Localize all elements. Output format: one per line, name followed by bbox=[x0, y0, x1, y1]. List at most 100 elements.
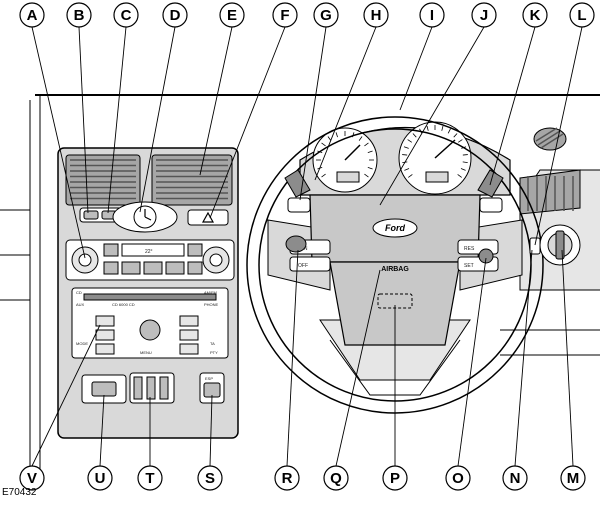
svg-text:H: H bbox=[371, 7, 382, 24]
callout-h: H bbox=[363, 2, 389, 28]
speed-control-right[interactable]: RES SET bbox=[457, 239, 499, 272]
esp-button[interactable]: ESP bbox=[199, 372, 225, 404]
cd-slot-label: CD 6000 CD bbox=[112, 302, 135, 307]
audio-controls-steering[interactable] bbox=[287, 197, 503, 213]
svg-text:O: O bbox=[452, 470, 464, 487]
airbag-label: AIRBAG bbox=[381, 266, 409, 273]
speed-control-left[interactable]: ON OFF bbox=[285, 235, 331, 272]
callout-r: R bbox=[274, 465, 300, 491]
climate-display: 22° bbox=[145, 249, 153, 255]
callout-q: Q bbox=[323, 465, 349, 491]
svg-text:T: T bbox=[145, 470, 154, 487]
svg-text:M: M bbox=[567, 470, 580, 487]
preset-button[interactable] bbox=[95, 329, 115, 341]
svg-text:G: G bbox=[320, 7, 332, 24]
speaker-grille bbox=[533, 127, 567, 151]
callout-u: U bbox=[87, 465, 113, 491]
svg-text:K: K bbox=[530, 7, 541, 24]
leader-line bbox=[489, 26, 536, 186]
svg-text:C: C bbox=[121, 7, 132, 24]
callout-g: G bbox=[313, 2, 339, 28]
left-air-vent bbox=[65, 154, 141, 206]
leader-line bbox=[31, 26, 86, 259]
svg-text:L: L bbox=[577, 7, 586, 24]
svg-text:Q: Q bbox=[330, 470, 342, 487]
hazard-warning-button[interactable] bbox=[187, 209, 229, 226]
leader-line bbox=[199, 26, 233, 176]
leader-line bbox=[335, 269, 381, 467]
callout-l: L bbox=[569, 2, 595, 28]
leader-line bbox=[31, 324, 101, 467]
preset-button[interactable] bbox=[95, 315, 115, 327]
callout-i: I bbox=[419, 2, 445, 28]
leader-line bbox=[457, 257, 487, 467]
ta-label: TA bbox=[210, 341, 215, 346]
light-switch[interactable] bbox=[529, 224, 581, 266]
svg-text:D: D bbox=[170, 7, 181, 24]
window-switch-panel[interactable] bbox=[79, 207, 123, 223]
pty-label: PTY bbox=[210, 350, 218, 355]
callout-j: J bbox=[471, 2, 497, 28]
off-label: OFF bbox=[298, 263, 308, 269]
callout-s: S bbox=[197, 465, 223, 491]
preset-button[interactable] bbox=[179, 315, 199, 327]
phone-label: PHONE bbox=[204, 302, 219, 307]
right-air-vent bbox=[151, 154, 233, 206]
mode-label: MODE bbox=[76, 341, 88, 346]
callout-o: O bbox=[445, 465, 471, 491]
cd-label: CD bbox=[76, 290, 82, 295]
svg-text:I: I bbox=[430, 7, 434, 24]
callout-b: B bbox=[66, 2, 92, 28]
callout-t: T bbox=[137, 465, 163, 491]
leader-line bbox=[139, 26, 176, 213]
clock bbox=[112, 201, 178, 233]
leader-line bbox=[314, 26, 377, 181]
res-label: RES bbox=[464, 246, 475, 252]
preset-button[interactable] bbox=[179, 329, 199, 341]
esp-label: ESP bbox=[205, 376, 213, 381]
svg-text:B: B bbox=[74, 7, 85, 24]
preset-button[interactable] bbox=[179, 343, 199, 355]
leader-line bbox=[514, 249, 533, 467]
svg-text:R: R bbox=[282, 470, 293, 487]
am-fm-label: AM/FM bbox=[204, 290, 217, 295]
side-air-vent bbox=[519, 169, 581, 215]
leader-line bbox=[534, 26, 583, 246]
heated-seat-switches[interactable] bbox=[129, 372, 175, 404]
callout-f: F bbox=[272, 2, 298, 28]
svg-text:J: J bbox=[480, 7, 488, 24]
leader-line bbox=[286, 249, 299, 467]
leader-line bbox=[209, 394, 213, 467]
callout-d: D bbox=[162, 2, 188, 28]
svg-text:S: S bbox=[205, 470, 215, 487]
audio-unit[interactable]: CD AM/FM AUX PHONE CD 6000 CD MODE MENU … bbox=[71, 287, 229, 359]
callout-p: P bbox=[382, 465, 408, 491]
callout-v: V bbox=[19, 465, 45, 491]
callout-c: C bbox=[113, 2, 139, 28]
callout-a: A bbox=[19, 2, 45, 28]
callout-k: K bbox=[522, 2, 548, 28]
leader-line bbox=[99, 394, 105, 467]
aux-label: AUX bbox=[76, 302, 85, 307]
leader-line bbox=[78, 26, 89, 214]
svg-text:V: V bbox=[27, 470, 37, 487]
svg-text:N: N bbox=[510, 470, 521, 487]
set-label: SET bbox=[464, 263, 474, 269]
svg-text:F: F bbox=[280, 7, 289, 24]
svg-text:P: P bbox=[390, 470, 400, 487]
leader-line bbox=[561, 249, 574, 467]
svg-text:U: U bbox=[95, 470, 106, 487]
callout-n: N bbox=[502, 465, 528, 491]
leader-line bbox=[379, 26, 485, 206]
preset-button[interactable] bbox=[95, 343, 115, 355]
climate-control-panel[interactable]: 22° bbox=[65, 239, 235, 281]
figure-id: E70432 bbox=[2, 487, 37, 498]
heated-windscreen-button[interactable] bbox=[81, 374, 127, 404]
ford-logo: Ford bbox=[385, 223, 405, 233]
leader-line bbox=[209, 26, 286, 219]
svg-text:A: A bbox=[27, 7, 38, 24]
callout-e: E bbox=[219, 2, 245, 28]
leader-line bbox=[399, 26, 433, 111]
svg-text:E: E bbox=[227, 7, 237, 24]
